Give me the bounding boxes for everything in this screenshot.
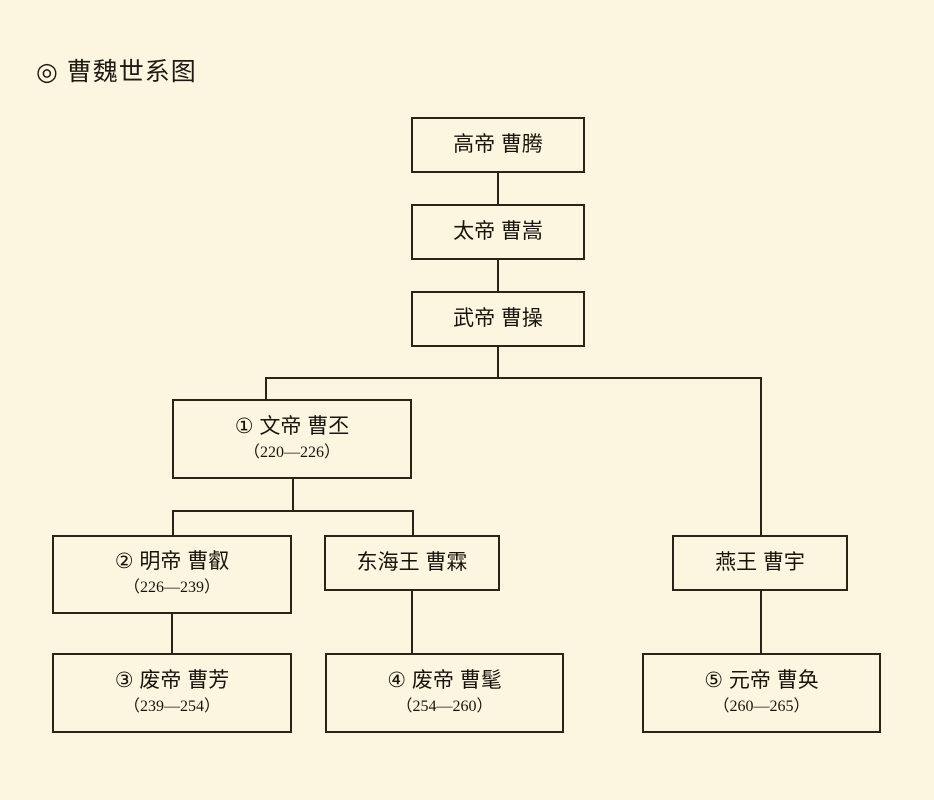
node-mingdi-name: ② 明帝 曹叡 (114, 550, 230, 574)
node-feidi-caofang[interactable]: ③ 废帝 曹芳 （239—254） (52, 653, 292, 733)
node-yuandi[interactable]: ⑤ 元帝 曹奂 （260—265） (642, 653, 881, 733)
node-taidi-name: 太帝 曹嵩 (453, 219, 543, 243)
node-yanwang-name: 燕王 曹宇 (715, 550, 805, 574)
connector-wudi-bus (265, 377, 762, 379)
connector-wudi-drop (497, 346, 499, 378)
node-mingdi-years: （226—239） (123, 579, 220, 597)
connector-bus-to-yanwang (760, 377, 762, 537)
node-donghaiwang[interactable]: 东海王 曹霖 (324, 535, 500, 591)
node-taidi[interactable]: 太帝 曹嵩 (411, 204, 585, 260)
node-wudi[interactable]: 武帝 曹操 (411, 291, 585, 347)
node-feidi-caofang-years: （239—254） (123, 697, 220, 715)
node-gaodi[interactable]: 高帝 曹腾 (411, 117, 585, 173)
node-yuandi-name: ⑤ 元帝 曹奂 (704, 668, 819, 692)
node-yanwang[interactable]: 燕王 曹宇 (672, 535, 848, 591)
node-wudi-name: 武帝 曹操 (453, 306, 543, 330)
node-feidi-caomao-years: （254—260） (396, 697, 493, 715)
connector-taidi-wudi (497, 259, 499, 293)
node-yuandi-years: （260—265） (713, 697, 810, 715)
connector-bus-to-mingdi (172, 510, 174, 537)
connector-mingdi-caofang (171, 613, 173, 655)
node-feidi-caomao[interactable]: ④ 废帝 曹髦 （254—260） (325, 653, 564, 733)
node-wendi-name: ① 文帝 曹丕 (234, 414, 350, 438)
node-feidi-caofang-name: ③ 废帝 曹芳 (114, 668, 230, 692)
connector-gaodi-taidi (497, 172, 499, 206)
node-wendi[interactable]: ① 文帝 曹丕 （220—226） (172, 399, 412, 479)
connector-bus-to-wendi (265, 377, 267, 401)
node-donghaiwang-name: 东海王 曹霖 (356, 550, 468, 574)
connector-bus-to-donghaiwang (412, 510, 414, 537)
node-wendi-years: （220—226） (243, 443, 340, 461)
connector-donghaiwang-caomao (411, 590, 413, 655)
connector-wendi-drop (292, 478, 294, 512)
connector-yanwang-yuandi (760, 590, 762, 655)
page-title: ◎ 曹魏世系图 (36, 58, 197, 86)
node-mingdi[interactable]: ② 明帝 曹叡 （226—239） (52, 535, 292, 614)
node-feidi-caomao-name: ④ 废帝 曹髦 (387, 668, 502, 692)
node-gaodi-name: 高帝 曹腾 (453, 132, 543, 156)
connector-wendi-bus (172, 510, 414, 512)
